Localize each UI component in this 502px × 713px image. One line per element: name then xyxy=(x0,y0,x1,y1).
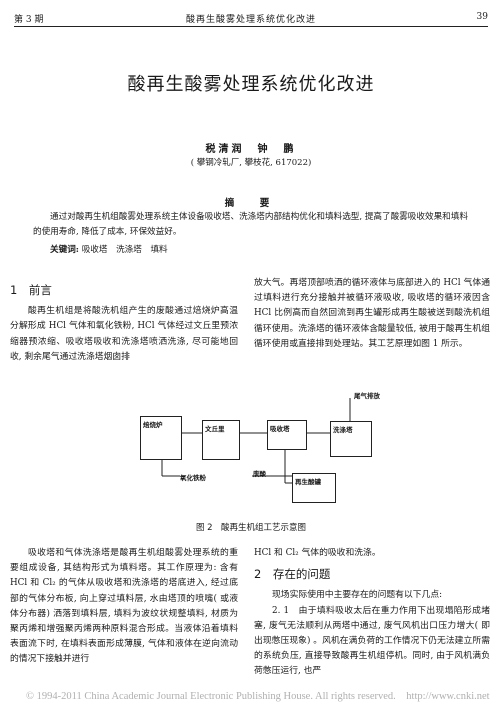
header-rule xyxy=(14,26,488,27)
exhaust-label: 尾气排放 xyxy=(354,392,380,400)
right-para-1: 放大气。再塔顶部喷洒的循环液体与底部进入的 HCl 气体通过填料进行充分接触并被… xyxy=(254,278,490,349)
keywords-label: 关键词: xyxy=(50,245,79,255)
regen-tank-box: 再生酸罐 xyxy=(292,473,336,503)
right-column-top: 放大气。再塔顶部喷洒的循环液体与底部进入的 HCl 气体通过填料进行充分接触并被… xyxy=(254,276,490,352)
left-column-bottom: 吸收塔和气体洗涤塔是酸再生机组酸雾处理系统的重要组成设备, 其结构形式为填料塔。… xyxy=(10,546,238,668)
right-para-2: 现场实际使用中主要存在的问题有以下几点: xyxy=(272,590,443,601)
left-para-bottom: 吸收塔和气体洗涤塔是酸再生机组酸雾处理系统的重要组成设备, 其结构形式为填料塔。… xyxy=(10,548,238,665)
waste-acid-label: 废酸 xyxy=(253,470,266,478)
section-1-para: 酸再生机组是将酸洗机组产生的废酸通过焙烧炉高温分解形成 HCl 气体和氧化铁粉,… xyxy=(10,306,238,362)
figure-caption: 图 2 酸再生机组工艺示意图 xyxy=(195,523,307,533)
iron-oxide-label: 氧化铁粉 xyxy=(180,474,206,482)
right-column-bottom: HCl 和 Cl₂ 气体的吸收和洗涤。 2 存在的问题 现场实际使用中主要存在的… xyxy=(254,546,490,680)
running-title: 酸再生酸雾处理系统优化改进 xyxy=(185,15,316,25)
venturi-box: 文丘里 xyxy=(202,420,240,460)
right-para-3: 2. 1 由于填料吸收太后在重力作用下出现塌陷形成堵塞, 废气无法顺利从两塔中通… xyxy=(254,605,490,677)
article-title: 酸再生酸雾处理系统优化改进 xyxy=(127,74,375,95)
process-diagram: 焙烧炉 文丘里 吸收塔 洗涤塔 再生酸罐 尾气排放 氧化铁粉 废酸 xyxy=(140,388,380,506)
copyright-footer: © 1994-2011 China Academic Journal Elect… xyxy=(26,691,490,702)
absorber-box: 吸收塔 xyxy=(267,420,307,450)
authors: 税清润 钟 鹏 xyxy=(205,144,297,155)
section-1-heading: 1 前言 xyxy=(10,283,52,297)
roaster-box: 焙烧炉 xyxy=(140,416,182,460)
issue-number: 第 3 期 xyxy=(14,15,44,25)
affiliation: ( 攀钢冷轧厂, 攀枝花, 617022) xyxy=(190,158,312,168)
keywords-list: 吸收塔 洗涤塔 填料 xyxy=(81,245,168,255)
diagram-lines xyxy=(161,398,351,484)
abstract-text: 通过对酸再生机组酸雾处理系统主体设备吸收塔、洗涤塔内部结构优化和填料选型, 提高… xyxy=(33,212,468,237)
keywords: 关键词: 吸收塔 洗涤塔 填料 xyxy=(50,243,168,255)
scrubber-box: 洗涤塔 xyxy=(330,421,372,457)
right-para-0: HCl 和 Cl₂ 气体的吸收和洗涤。 xyxy=(254,548,381,558)
abstract-heading: 摘 要 xyxy=(224,198,278,209)
page-header: 第 3 期 酸再生酸雾处理系统优化改进 39 xyxy=(14,10,488,26)
left-column-top: 1 前言 酸再生机组是将酸洗机组产生的废酸通过焙烧炉高温分解形成 HCl 气体和… xyxy=(10,283,238,365)
section-2-heading: 2 存在的问题 xyxy=(254,567,331,582)
page-number: 39 xyxy=(476,12,488,22)
